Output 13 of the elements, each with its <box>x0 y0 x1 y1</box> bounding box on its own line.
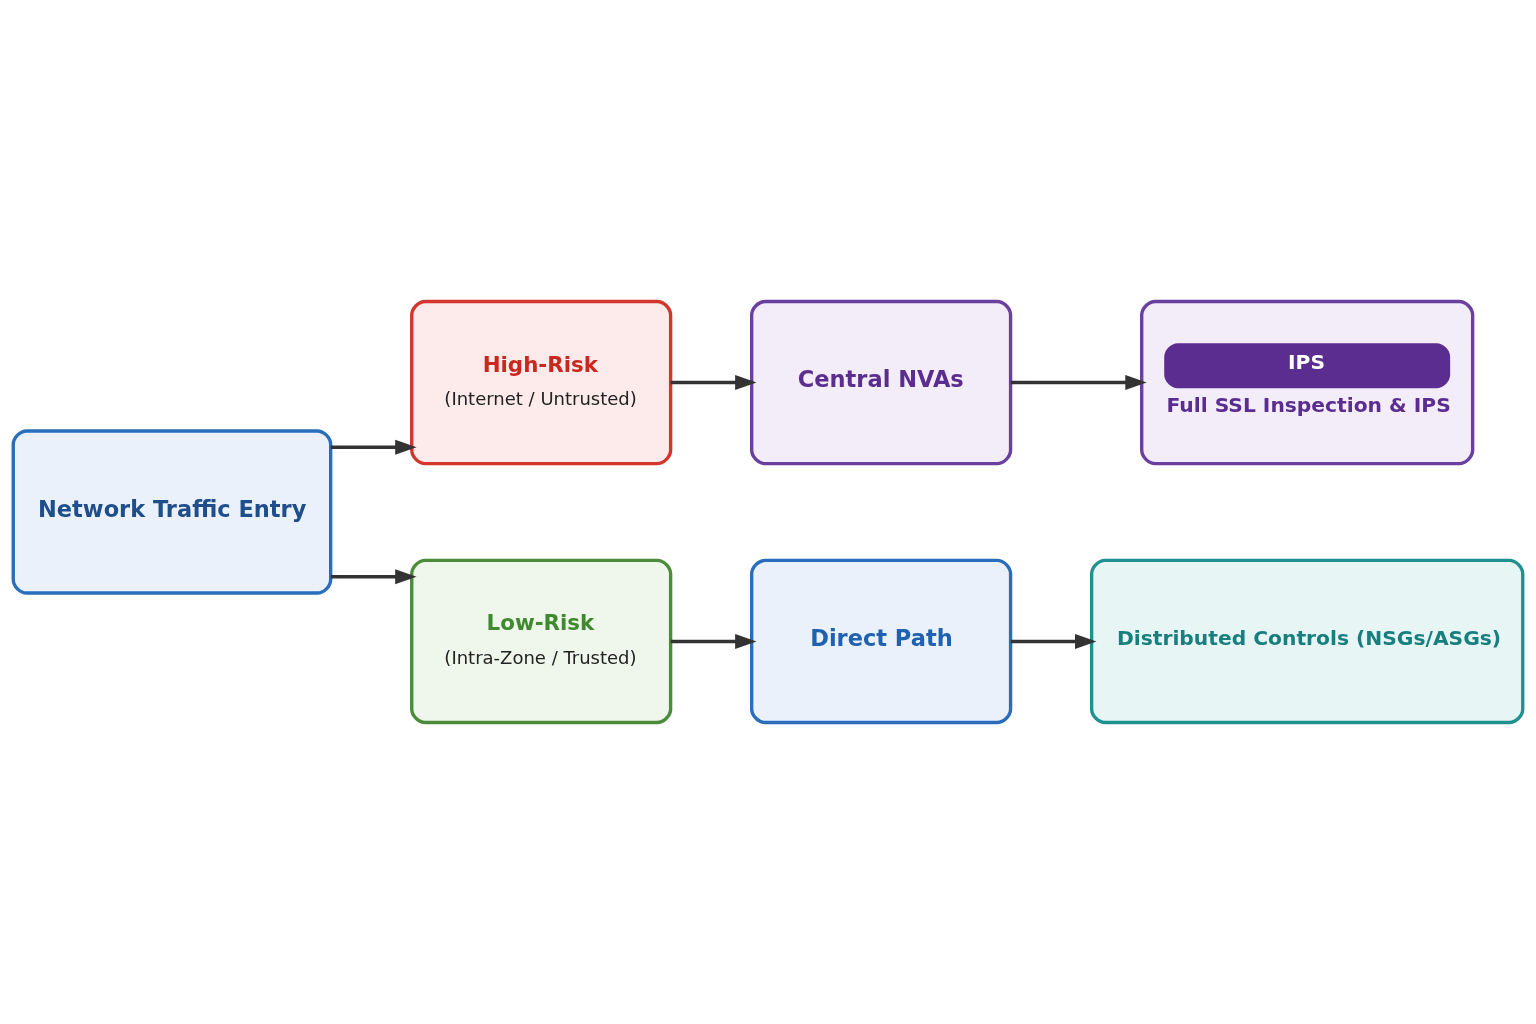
node-box: Central NVAs <box>750 299 1013 466</box>
node-box: Low-Risk (Intra-Zone / Trusted) <box>410 558 673 725</box>
arrow <box>670 375 757 391</box>
arrow <box>330 439 417 455</box>
node-box: Distributed Controls (NSGs/ASGs) <box>1089 558 1525 725</box>
arrow <box>1010 633 1097 649</box>
node-box: Network Traffic Entry <box>11 429 333 595</box>
node-box: High-Risk (Internet / Untrusted) <box>410 299 673 466</box>
arrow <box>1010 375 1147 391</box>
arrow <box>330 569 417 585</box>
node-box: IPS Full SSL Inspection & IPS <box>1140 299 1475 466</box>
node-box: Direct Path <box>750 558 1013 725</box>
arrow <box>670 633 757 649</box>
